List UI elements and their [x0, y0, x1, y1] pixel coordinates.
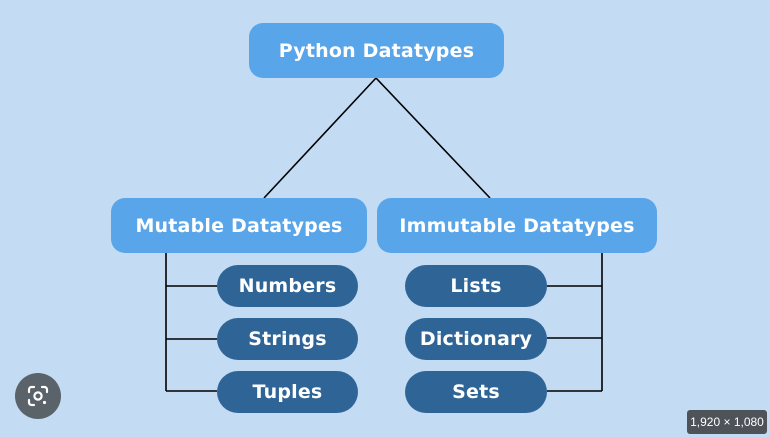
leaf-node-numbers: Numbers: [217, 265, 358, 307]
mutable-datatypes-label: Mutable Datatypes: [135, 214, 343, 237]
leaf-node-sets: Sets: [405, 371, 547, 413]
leaf-label: Numbers: [238, 275, 337, 297]
leaf-node-tuples: Tuples: [217, 371, 358, 413]
visual-search-icon: [27, 385, 49, 407]
visual-search-button[interactable]: [15, 373, 61, 419]
mutable-datatypes-node: Mutable Datatypes: [111, 198, 367, 253]
root-node-label: Python Datatypes: [278, 39, 475, 62]
leaf-label: Tuples: [252, 381, 323, 403]
root-node: Python Datatypes: [249, 23, 504, 78]
leaf-node-dictionary: Dictionary: [405, 318, 547, 360]
image-size-badge: 1,920 × 1,080: [687, 410, 767, 434]
connector-root-to-immutable: [375, 77, 491, 199]
immutable-datatypes-label: Immutable Datatypes: [399, 214, 635, 237]
leaf-node-lists: Lists: [405, 265, 547, 307]
leaf-label: Sets: [452, 381, 500, 403]
immutable-datatypes-node: Immutable Datatypes: [377, 198, 657, 253]
leaf-label: Dictionary: [419, 328, 533, 350]
image-size-label: 1,920 × 1,080: [690, 415, 764, 429]
leaf-label: Strings: [248, 328, 327, 350]
leaf-node-strings: Strings: [217, 318, 358, 360]
leaf-label: Lists: [450, 275, 502, 297]
connector-root-to-mutable: [263, 77, 377, 199]
